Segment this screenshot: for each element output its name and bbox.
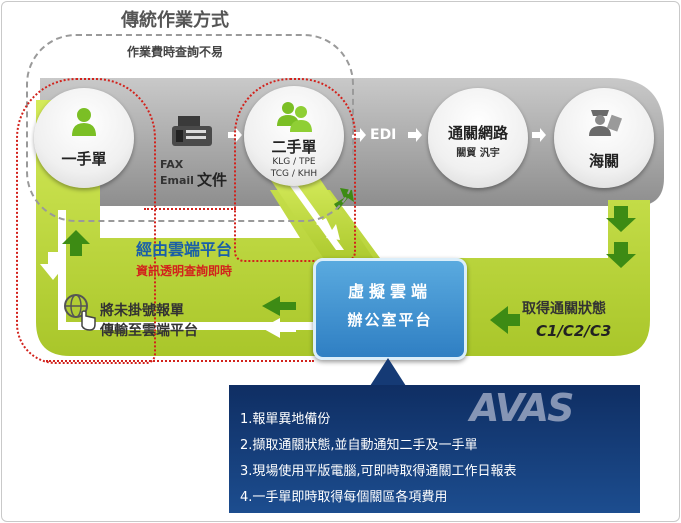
cloud-scope-outline-left (16, 78, 156, 364)
arrow-upload-left-2 (262, 318, 296, 338)
arrow-upload-left-1 (262, 296, 296, 316)
cloud-platform-line-2: 辦公室平台 (347, 311, 433, 329)
feature-item-2: 2.擷取通關狀態,並自動通知二手及一手單 (240, 438, 478, 453)
feature-item-1: 1.報單異地備份 (240, 412, 331, 427)
cloud-office-platform[interactable] (313, 258, 467, 360)
person-icon (72, 108, 96, 136)
arrow-network-to-customs (532, 128, 546, 142)
section-title: 傳統作業方式 (121, 10, 229, 31)
first-hand-node[interactable]: 一手單 (34, 88, 134, 188)
via-cloud-label: 經由雲端平台 (136, 240, 233, 259)
feature-item-3: 3.現場使用平版電腦,可即時取得通關工作日報表 (240, 464, 517, 479)
network-node[interactable]: 通關網路 關貿 汎宇 (428, 88, 528, 188)
customs-officer-icon (589, 110, 623, 136)
second-hand-node[interactable]: 二手單 KLG / TPE TCG / KHH (244, 86, 344, 186)
arrow-second-to-edi (352, 128, 366, 142)
second-hand-location-2: TCG / KHH (270, 169, 318, 179)
feature-item-4: 4.一手單即時取得每個關區各項費用 (240, 490, 448, 505)
arrow-status-left (490, 306, 520, 334)
avas-logo: AVAS (470, 386, 574, 430)
feature-panel (229, 385, 640, 513)
arrow-first-up (62, 230, 90, 256)
callout-pointer (370, 358, 406, 386)
network-providers: 關貿 汎宇 (456, 148, 500, 159)
white-track-left (58, 210, 66, 330)
edi-label: EDI (370, 127, 397, 143)
customs-label: 海關 (588, 152, 619, 170)
status-label: 取得通關狀態 (522, 301, 606, 317)
second-hand-label: 二手單 (271, 138, 317, 156)
document-label: 文件 (197, 171, 228, 189)
fax-machine-icon (172, 116, 212, 146)
people-icon (277, 102, 312, 132)
fax-label: FAX (160, 158, 184, 171)
globe-touch-icon (64, 294, 96, 331)
first-hand-label: 一手單 (61, 150, 107, 168)
cloud-scope-outline-bottom (46, 360, 314, 362)
cloud-scope-outline-right (234, 78, 356, 262)
upload-line-2: 傳輸至雲端平台 (100, 323, 198, 339)
customs-node[interactable]: 海關 (554, 88, 654, 188)
cloud-platform-line-1: 虛擬雲端 (347, 282, 432, 301)
second-hand-location-1: KLG / TPE (272, 157, 316, 167)
network-label: 通關網路 (447, 124, 508, 142)
section-subtitle: 作業費時查詢不易 (126, 45, 223, 59)
arrow-customs-down-2 (606, 242, 636, 268)
arrow-first-down (40, 252, 66, 280)
upload-line-1: 將未掛號報單 (100, 303, 184, 319)
arrow-customs-down-1 (606, 206, 636, 232)
status-codes: C1/C2/C3 (536, 322, 612, 340)
white-track-bottom (66, 322, 316, 330)
email-label: Email (160, 174, 194, 187)
cloud-scope-outline-bridge (144, 208, 236, 210)
arrow-edi-to-network (408, 128, 422, 142)
via-cloud-sublabel: 資訊透明查詢即時 (136, 264, 233, 278)
